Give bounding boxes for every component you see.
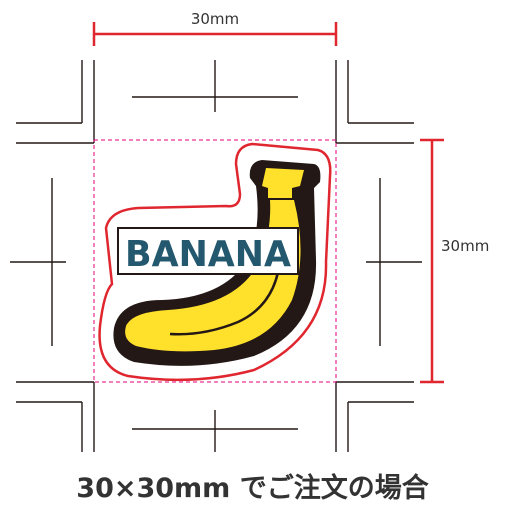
height-dimension: 30mm bbox=[420, 138, 489, 384]
height-label: 30mm bbox=[441, 237, 489, 255]
caption: 30×30mm でご注文の場合 bbox=[76, 473, 429, 504]
width-dimension: 30mm bbox=[92, 10, 338, 46]
banana-word: BANANA bbox=[125, 234, 291, 275]
crop-marks bbox=[10, 60, 422, 452]
bleed-line bbox=[93, 139, 337, 383]
width-label: 30mm bbox=[191, 10, 239, 28]
banana-label: BANANA bbox=[117, 227, 299, 275]
